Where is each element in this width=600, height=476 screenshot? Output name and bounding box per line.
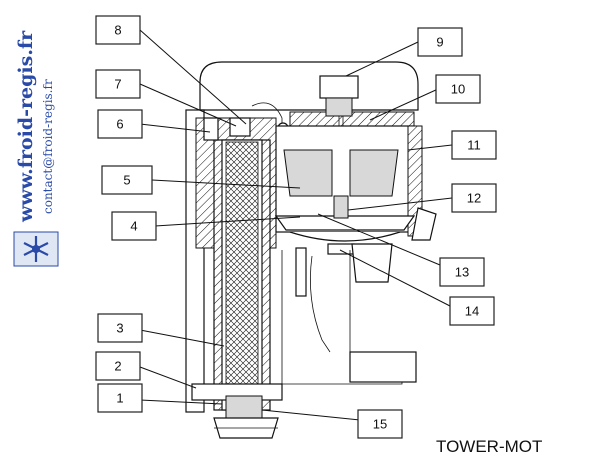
fitting-8 — [251, 102, 283, 134]
callout-1: 1 — [97, 383, 143, 413]
svg-text:12: 12 — [467, 191, 481, 206]
callout-5: 5 — [101, 165, 153, 195]
column-core-fill — [225, 141, 259, 409]
callout-10: 10 — [435, 74, 481, 104]
callout-15: 15 — [357, 409, 403, 439]
svg-text:2: 2 — [114, 359, 121, 374]
diagram-caption: TOWER-MOT — [436, 437, 542, 456]
support-bar — [295, 247, 307, 297]
svg-text:15: 15 — [373, 417, 387, 432]
bowl-part-4 — [274, 215, 416, 231]
svg-text:10: 10 — [451, 82, 465, 97]
svg-text:14: 14 — [465, 304, 479, 319]
spout — [411, 207, 437, 241]
callout-7: 7 — [95, 69, 141, 99]
svg-text:4: 4 — [130, 219, 137, 234]
svg-text:5: 5 — [123, 173, 130, 188]
nozzle-part-12 — [333, 195, 349, 219]
svg-text:6: 6 — [116, 117, 123, 132]
cone-part-13 — [289, 231, 401, 242]
callout-3: 3 — [97, 313, 143, 343]
callout-11: 11 — [451, 130, 497, 160]
callout-9: 9 — [417, 27, 463, 57]
base-seal-part-1 — [225, 395, 263, 419]
dispenser-cup — [351, 243, 393, 283]
leader-lines — [139, 29, 453, 421]
callout-4: 4 — [111, 211, 157, 241]
callout-12: 12 — [451, 183, 497, 213]
bearing-part-10 — [325, 97, 353, 117]
callouts: 1 2 3 4 5 6 7 8 9 10 11 12 13 14 15 — [95, 15, 497, 439]
callout-6: 6 — [97, 109, 143, 139]
svg-text:8: 8 — [114, 23, 121, 38]
callout-2: 2 — [95, 351, 141, 381]
svg-text:13: 13 — [455, 265, 469, 280]
motor-part-9 — [319, 75, 359, 99]
paddle-part-5-left — [283, 149, 333, 197]
watermark: www.froid-regis.fr contact@froid-regis.f… — [13, 30, 59, 267]
top-casing — [199, 61, 419, 111]
watermark-site: www.froid-regis.fr — [15, 30, 37, 223]
svg-text:3: 3 — [116, 321, 123, 336]
svg-text:1: 1 — [116, 391, 123, 406]
callout-13: 13 — [439, 257, 485, 287]
snowflake-logo-icon — [13, 231, 59, 267]
paddle-part-5-right — [349, 149, 399, 197]
drip-tray — [349, 351, 417, 383]
callout-14: 14 — [449, 296, 495, 326]
callout-8: 8 — [95, 15, 141, 45]
svg-text:9: 9 — [436, 35, 443, 50]
machine-body — [185, 61, 437, 439]
tube — [309, 255, 331, 353]
fitting-7 — [229, 117, 251, 137]
svg-text:11: 11 — [467, 138, 481, 153]
svg-text:7: 7 — [114, 77, 121, 92]
fitting-6 — [203, 117, 219, 141]
watermark-contact: contact@froid-regis.fr — [41, 79, 55, 214]
